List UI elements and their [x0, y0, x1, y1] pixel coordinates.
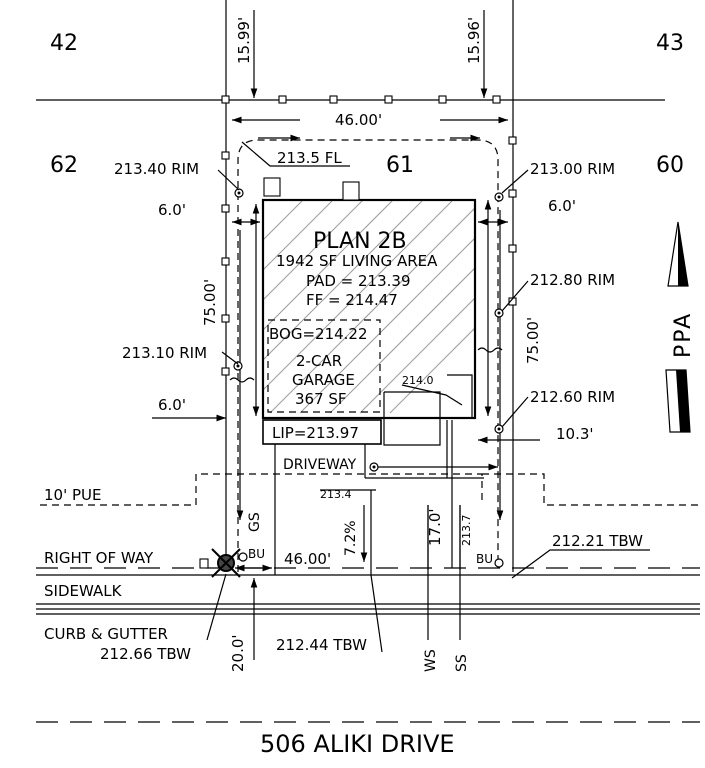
- elev-2134: 213.4: [320, 488, 352, 501]
- house-footprint: [261, 177, 498, 575]
- driveway-label: DRIVEWAY: [283, 457, 357, 473]
- ppa-logo: PPA: [671, 312, 696, 358]
- elev-tbw-left: 212.66 TBW: [100, 645, 191, 663]
- dim-top-left: 15.99': [235, 17, 253, 64]
- street-name: 506 ALIKI DRIVE: [260, 730, 455, 758]
- elev-tbw-mid: 212.44 TBW: [276, 636, 367, 654]
- dimension-lines: [152, 10, 650, 660]
- dim-slope: 7.2%: [343, 520, 359, 556]
- garage-line-3: 367 SF: [295, 390, 347, 408]
- dim-top-right: 15.96': [465, 17, 483, 64]
- gs-label: GS: [247, 512, 263, 532]
- drainage-swales: [229, 134, 504, 572]
- house-pad: PAD = 213.39: [306, 272, 411, 290]
- street-lines: [36, 473, 700, 723]
- lot-42: 42: [50, 31, 78, 56]
- lot-61: 61: [386, 153, 414, 178]
- elev-rim-mr: 212.80 RIM: [530, 271, 615, 289]
- lot-numbers: 42 43 62 61 60: [50, 31, 684, 178]
- elev-rim-br: 212.60 RIM: [530, 388, 615, 406]
- dim-right-depth: 75.00': [524, 317, 542, 364]
- elev-tbw-right: 212.21 TBW: [552, 532, 643, 550]
- elev-214: 214.0: [402, 374, 434, 387]
- dim-top-width: 46.00': [335, 111, 382, 129]
- lot-43: 43: [656, 31, 684, 56]
- elev-2137: 213.7: [460, 515, 473, 547]
- dim-left-side-top: 6.0': [158, 201, 186, 219]
- house-area: 1942 SF LIVING AREA: [276, 252, 438, 270]
- dim-driveway-len: 17.0': [426, 508, 444, 546]
- house-plan: PLAN 2B: [313, 229, 407, 254]
- dimension-labels: 15.99' 15.96' 46.00' 6.0' 6.0' 75.00' 75…: [158, 17, 594, 672]
- sidewalk-label: SIDEWALK: [44, 582, 123, 600]
- garage-line-2: GARAGE: [292, 371, 355, 389]
- dim-front-setback: 20.0': [229, 634, 247, 672]
- elevation-labels: 213.5 FL 213.40 RIM 213.00 RIM 212.80 RI…: [100, 149, 643, 663]
- elev-rim-tr: 213.00 RIM: [530, 160, 615, 178]
- elev-fl: 213.5 FL: [277, 149, 342, 167]
- dim-left-depth: 75.00': [201, 279, 219, 326]
- pue-label: 10' PUE: [44, 486, 101, 504]
- ws-label: WS: [423, 649, 439, 672]
- elev-rim-tl: 213.40 RIM: [114, 160, 199, 178]
- dim-right-side-bottom: 10.3': [556, 425, 594, 443]
- row-label: RIGHT OF WAY: [44, 549, 154, 567]
- curb-label: CURB & GUTTER: [44, 625, 168, 643]
- house-bog: BOG=214.22: [269, 325, 368, 343]
- garage-line-1: 2-CAR: [296, 352, 342, 370]
- lot-60: 60: [656, 153, 684, 178]
- house-labels: PLAN 2B 1942 SF LIVING AREA PAD = 213.39…: [269, 229, 438, 442]
- dim-front-width: 46.00': [284, 550, 331, 568]
- dim-right-side-top: 6.0': [548, 197, 576, 215]
- property-lines: [36, 0, 665, 572]
- bu-left-label: BU: [248, 547, 265, 561]
- site-labels: DRIVEWAY 10' PUE RIGHT OF WAY SIDEWALK C…: [44, 457, 493, 758]
- bu-right-label: BU: [476, 552, 493, 566]
- elev-rim-ml: 213.10 RIM: [122, 344, 207, 362]
- utility-boxes: [199, 188, 504, 578]
- ss-label: SS: [454, 654, 470, 672]
- house-lip: LIP=213.97: [272, 424, 359, 442]
- house-ff: FF = 214.47: [306, 291, 398, 309]
- dim-left-side-bottom: 6.0': [158, 396, 186, 414]
- north-arrow-icon: [665, 221, 691, 433]
- lot-62: 62: [50, 153, 78, 178]
